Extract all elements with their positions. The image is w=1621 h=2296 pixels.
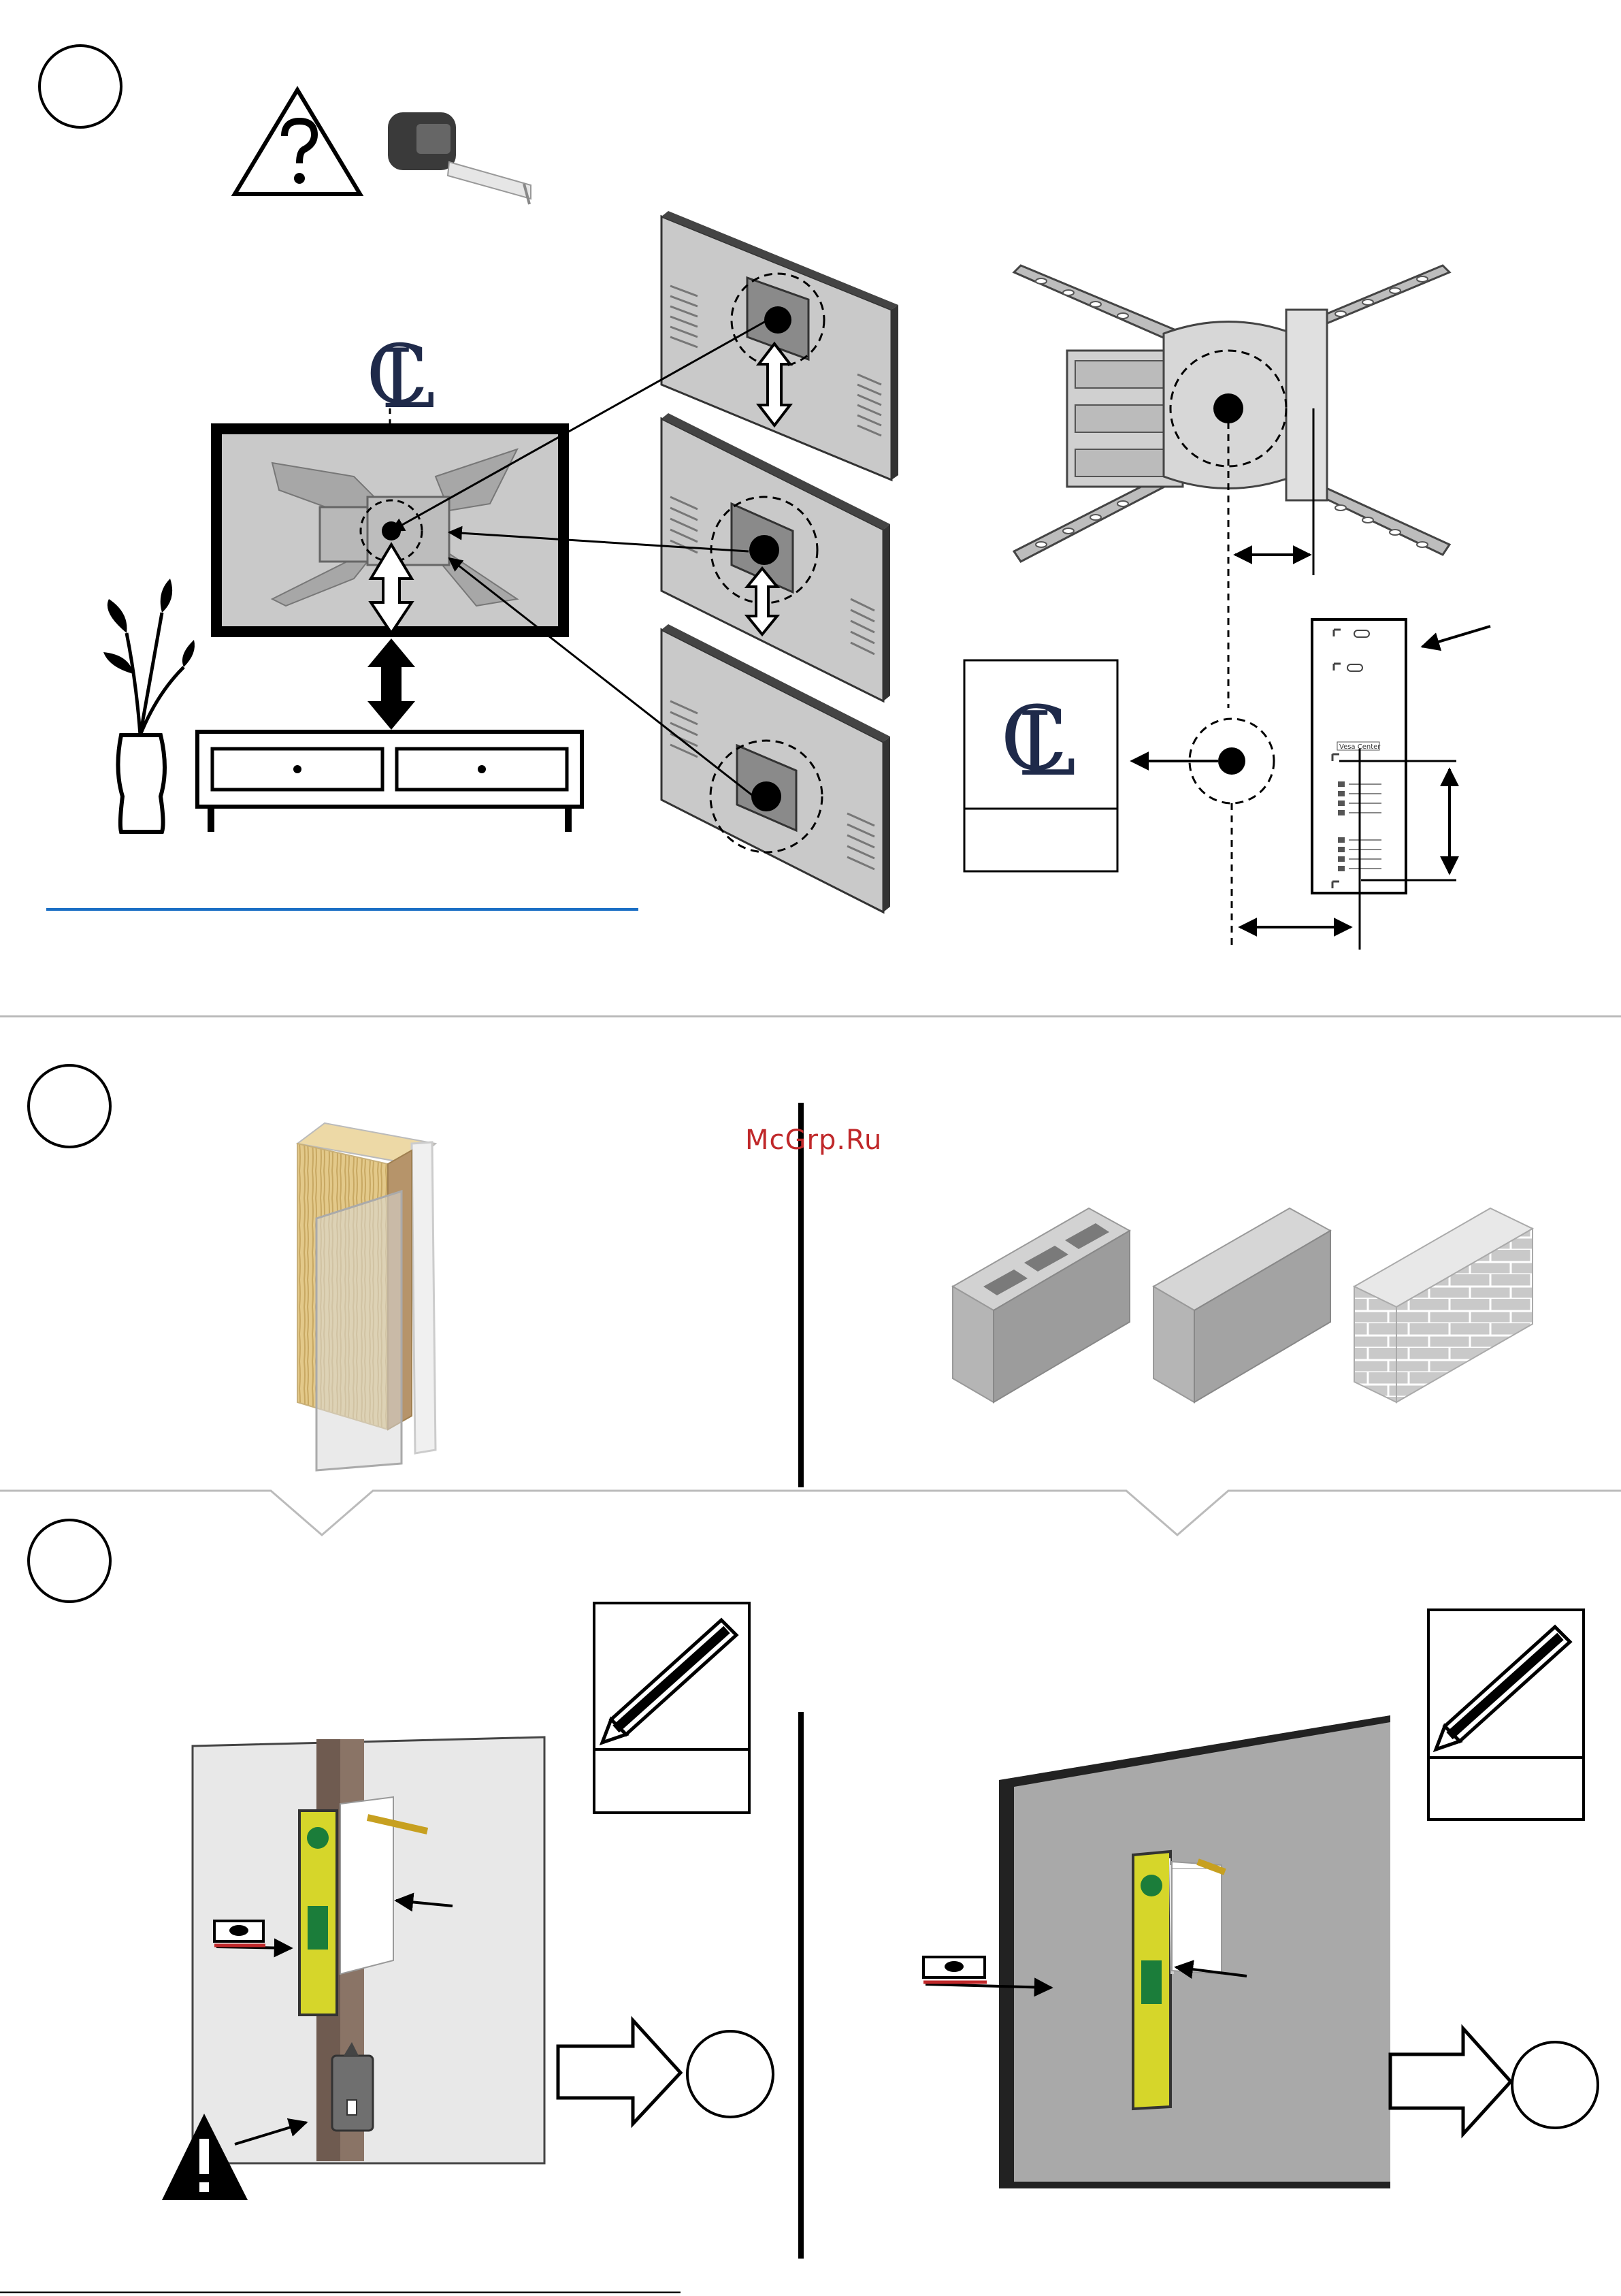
- step-circle-2: [29, 1065, 110, 1147]
- bubble-level-icon-2: [923, 1957, 987, 1982]
- brick-wall: [1354, 1208, 1533, 1402]
- svg-text:L: L: [1017, 692, 1076, 796]
- step-circle-1: [39, 46, 121, 127]
- question-warning-icon: [235, 90, 360, 194]
- hollow-concrete-block: [953, 1208, 1130, 1402]
- tape-measure-icon: [388, 112, 531, 204]
- centerline-card: C L: [964, 660, 1117, 871]
- stud-wall-scene: [193, 1737, 544, 2163]
- plant-icon: [103, 579, 195, 832]
- pencil-icon: [594, 1603, 749, 1813]
- watermark: McGrp.Ru: [745, 1125, 882, 1156]
- bubble-level-icon: [214, 1921, 265, 1945]
- wood-stud-wall: [297, 1123, 436, 1470]
- section-separator-2: [0, 1491, 1621, 1535]
- next-step-arrow-icon-2: [1390, 2028, 1598, 2134]
- tv-screen: [216, 429, 563, 633]
- step-circle-3: [29, 1520, 110, 1602]
- pencil-icon-2: [1428, 1610, 1584, 1820]
- solid-wall-scene: [999, 1715, 1390, 2188]
- next-step-arrow-icon: [558, 2020, 773, 2124]
- tv-cabinet: [197, 732, 582, 832]
- height-arrow: [367, 638, 415, 730]
- solid-concrete-block: [1153, 1208, 1330, 1402]
